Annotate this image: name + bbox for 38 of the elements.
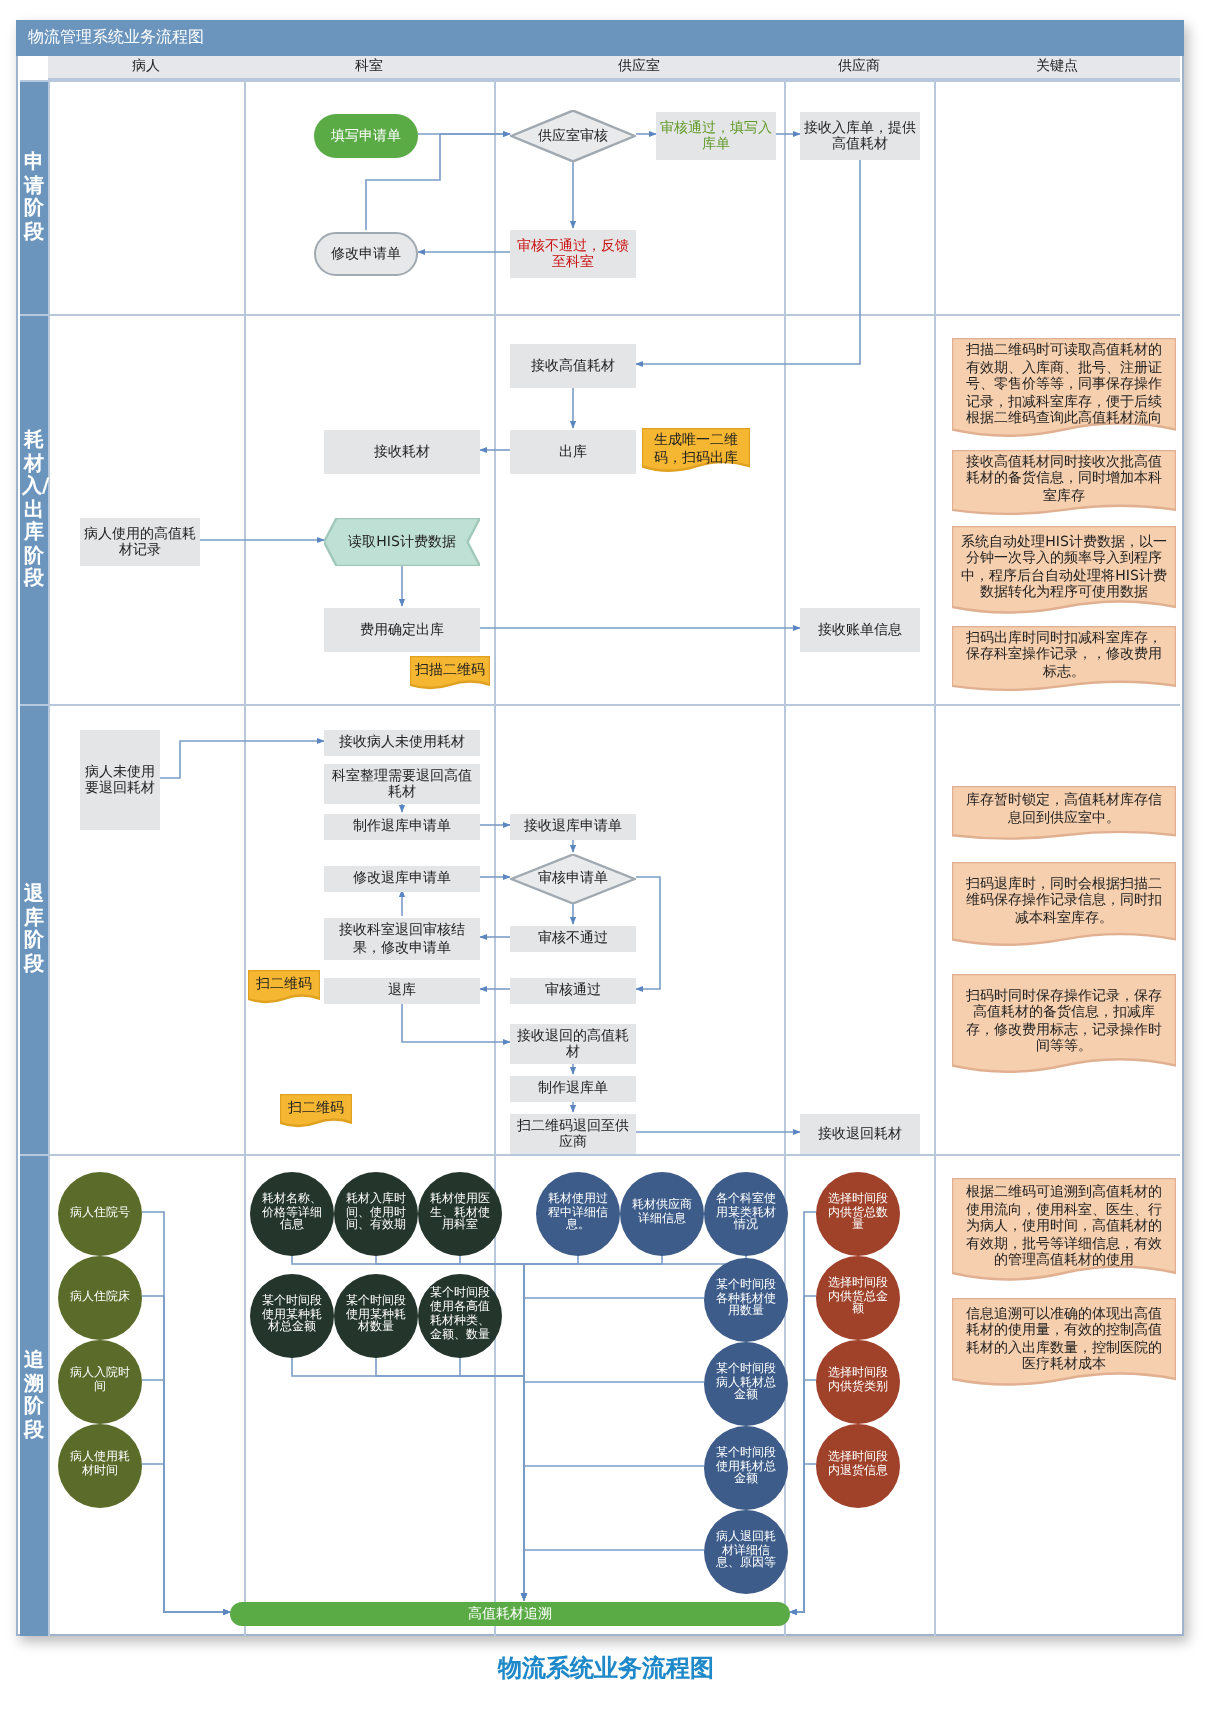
phase-label: 申请阶段: [22, 152, 46, 244]
phase-band: [20, 80, 1180, 314]
connector-arrow: [417, 248, 511, 256]
connector-arrow: [479, 821, 511, 829]
connector-arrow: [569, 159, 577, 229]
connector-arrow: [775, 130, 801, 138]
phase-label: 退库阶段: [22, 884, 46, 976]
connector-arrow: [635, 157, 861, 368]
connector-arrow: [569, 901, 577, 925]
connector-arrow: [635, 1128, 801, 1136]
phase-band: [20, 1154, 1180, 1636]
phase-label: 追溯阶段: [22, 1350, 46, 1442]
connector-arrow: [569, 1099, 577, 1113]
phase-band: [20, 314, 1180, 704]
connector-arrow: [401, 1001, 511, 1046]
connector-arrow: [199, 536, 325, 544]
connector-arrow: [569, 385, 577, 429]
phase-band: [20, 704, 1180, 1154]
connector-arrow: [365, 130, 511, 231]
connector-arrow: [398, 889, 406, 917]
connector-arrow: [479, 873, 511, 881]
connector-arrow: [569, 837, 577, 853]
phase-label: 耗材入/出库阶段: [22, 429, 46, 591]
connector-arrow: [789, 1463, 817, 1616]
connector-arrow: [479, 446, 511, 454]
title-bar: 物流管理系统业务流程图: [16, 20, 1184, 56]
connector-arrow: [141, 1463, 231, 1616]
connector-arrow: [569, 1061, 577, 1075]
caption: 物流系统业务流程图: [495, 1652, 716, 1686]
connector-arrow: [635, 130, 657, 138]
connector-arrow: [520, 1549, 705, 1601]
connector-arrow: [479, 933, 511, 941]
connector-arrow: [398, 801, 406, 813]
connector-arrow: [159, 737, 325, 779]
connector-arrow: [635, 876, 661, 993]
connector-arrow: [479, 985, 511, 993]
connector-arrow: [398, 563, 406, 607]
connector-arrow: [479, 624, 801, 632]
